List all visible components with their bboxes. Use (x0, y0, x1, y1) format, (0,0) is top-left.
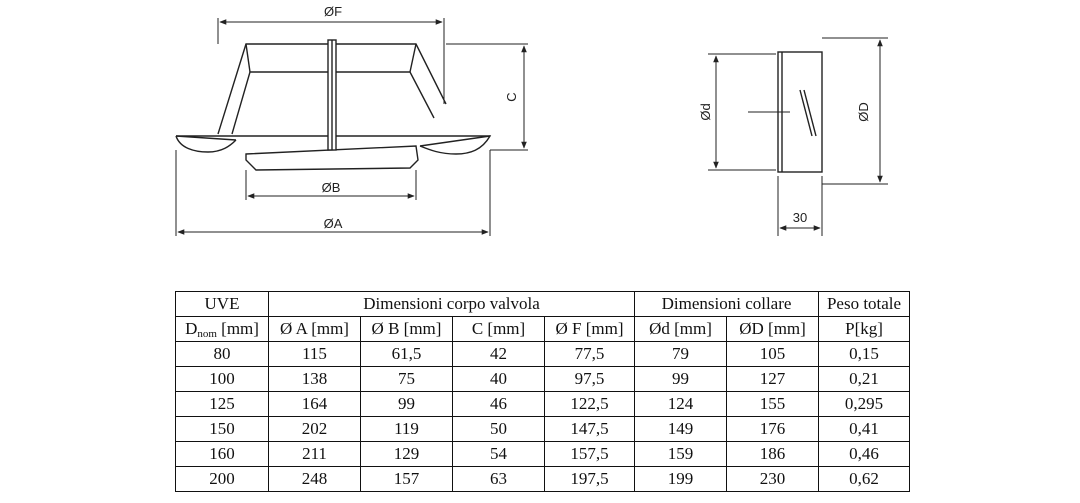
label-dia-b: ØB (322, 180, 341, 195)
table-cell: 80 (175, 341, 269, 367)
col-collar-d: Ød [mm] (634, 316, 728, 342)
table-cell: 127 (726, 366, 820, 392)
table-cell: 0,21 (818, 366, 911, 392)
table-cell: 61,5 (360, 341, 453, 367)
col-d-nom: Dnom [mm] (175, 316, 269, 342)
col-dia-a: Ø A [mm] (268, 316, 361, 342)
header-collar-dimensions: Dimensioni collare (634, 291, 820, 317)
col-collar-D: ØD [mm] (726, 316, 820, 342)
table-cell: 46 (452, 391, 545, 417)
label-dia-a: ØA (324, 216, 343, 231)
table-cell: 129 (360, 441, 453, 467)
col-d-main: D (185, 319, 198, 338)
table-cell: 230 (726, 466, 820, 492)
table-cell: 248 (268, 466, 361, 492)
header-uve: UVE (175, 291, 269, 317)
table-cell: 115 (268, 341, 361, 367)
extension-lines (175, 18, 528, 236)
table-cell: 157 (360, 466, 453, 492)
header-body-dimensions: Dimensioni corpo valvola (267, 291, 636, 317)
table-cell: 125 (175, 391, 269, 417)
table-cell: 200 (175, 466, 269, 492)
table-cell: 186 (726, 441, 820, 467)
table-cell: 77,5 (543, 341, 636, 367)
table-cell: 159 (634, 441, 728, 467)
table-cell: 155 (726, 391, 820, 417)
table-cell: 40 (452, 366, 545, 392)
label-collar-length: 30 (793, 210, 807, 225)
table-cell: 100 (175, 366, 269, 392)
table-cell: 199 (634, 466, 728, 492)
col-c: C [mm] (452, 316, 545, 342)
table-cell: 79 (634, 341, 728, 367)
table-cell: 0,295 (818, 391, 911, 417)
table-cell: 42 (452, 341, 545, 367)
table-cell: 147,5 (543, 416, 636, 442)
col-dia-f: Ø F [mm] (543, 316, 636, 342)
table-cell: 124 (634, 391, 728, 417)
table-cell: 197,5 (543, 466, 636, 492)
table-cell: 0,15 (818, 341, 911, 367)
technical-drawing: ØF ØB ØA C Ød ØD 30 (175, 4, 888, 236)
table-cell: 211 (268, 441, 361, 467)
table-cell: 97,5 (543, 366, 636, 392)
collar-view (748, 51, 823, 173)
table-cell: 99 (360, 391, 453, 417)
table-cell: 0,46 (818, 441, 911, 467)
table-cell: 150 (175, 416, 269, 442)
label-dia-d-large: ØD (856, 102, 871, 122)
label-dia-f: ØF (324, 4, 342, 19)
table-cell: 138 (268, 366, 361, 392)
table-cell: 105 (726, 341, 820, 367)
table-cell: 157,5 (543, 441, 636, 467)
group-header-row: UVE Dimensioni corpo valvola Dimensioni … (175, 291, 911, 317)
table-cell: 202 (268, 416, 361, 442)
table-cell: 75 (360, 366, 453, 392)
col-d-unit: [mm] (216, 319, 259, 338)
collar-dimension-lines (708, 37, 888, 236)
table-cell: 149 (634, 416, 728, 442)
table-cell: 63 (452, 466, 545, 492)
table-cell: 0,62 (818, 466, 911, 492)
label-dia-d-small: Ød (698, 103, 713, 120)
table-cell: 164 (268, 391, 361, 417)
table-cell: 122,5 (543, 391, 636, 417)
dimension-lines (177, 19, 527, 235)
table-cell: 50 (452, 416, 545, 442)
col-dia-b: Ø B [mm] (360, 316, 453, 342)
table-cell: 99 (634, 366, 728, 392)
table-cell: 160 (175, 441, 269, 467)
table-cell: 54 (452, 441, 545, 467)
table-cell: 119 (360, 416, 453, 442)
header-total-weight: Peso totale (818, 291, 911, 317)
table-cell: 0,41 (818, 416, 911, 442)
label-height-c: C (504, 92, 519, 101)
spec-table: UVE Dimensioni corpo valvola Dimensioni … (175, 291, 911, 492)
valve-side-view (175, 39, 492, 171)
column-header-row: Dnom [mm] Ø A [mm] Ø B [mm] C [mm] Ø F [… (175, 316, 911, 342)
col-weight: P[kg] (818, 316, 911, 342)
table-cell: 176 (726, 416, 820, 442)
col-d-sub: nom (197, 328, 217, 340)
